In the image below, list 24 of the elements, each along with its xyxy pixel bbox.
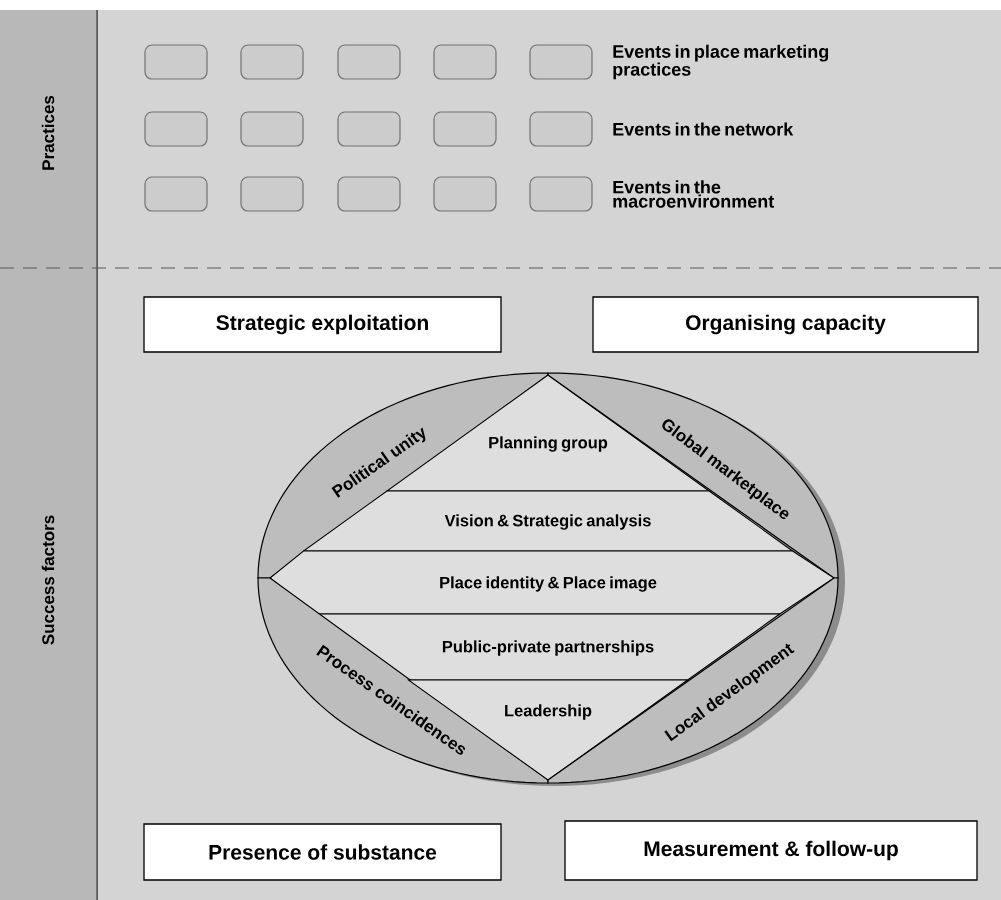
- rounded-box: [529, 176, 593, 212]
- row-label: Events in the network: [613, 122, 794, 136]
- rounded-box: [433, 111, 497, 147]
- rounded-box: [144, 176, 208, 212]
- rounded-box: [529, 111, 593, 147]
- rounded-box: [337, 176, 401, 212]
- row-label: Events in the macroenvironment: [613, 180, 774, 208]
- text-box: Presence of substance: [143, 823, 502, 881]
- rounded-box: [240, 44, 304, 80]
- section-label: Success factors: [41, 515, 55, 645]
- text-box: Organising capacity: [592, 296, 979, 353]
- section-label: Practices: [41, 95, 55, 170]
- rounded-box: [144, 111, 208, 147]
- rounded-box: [144, 44, 208, 80]
- rounded-box: [529, 44, 593, 80]
- rounded-box: [433, 176, 497, 212]
- rounded-box: [240, 176, 304, 212]
- row-label: Events in place marketing practices: [613, 44, 829, 80]
- rounded-box: [337, 44, 401, 80]
- rounded-box: [240, 111, 304, 147]
- rounded-box: [337, 111, 401, 147]
- text-box: Measurement & follow-up: [564, 820, 978, 881]
- text-box: Strategic exploitation: [143, 296, 502, 353]
- rounded-box: [433, 44, 497, 80]
